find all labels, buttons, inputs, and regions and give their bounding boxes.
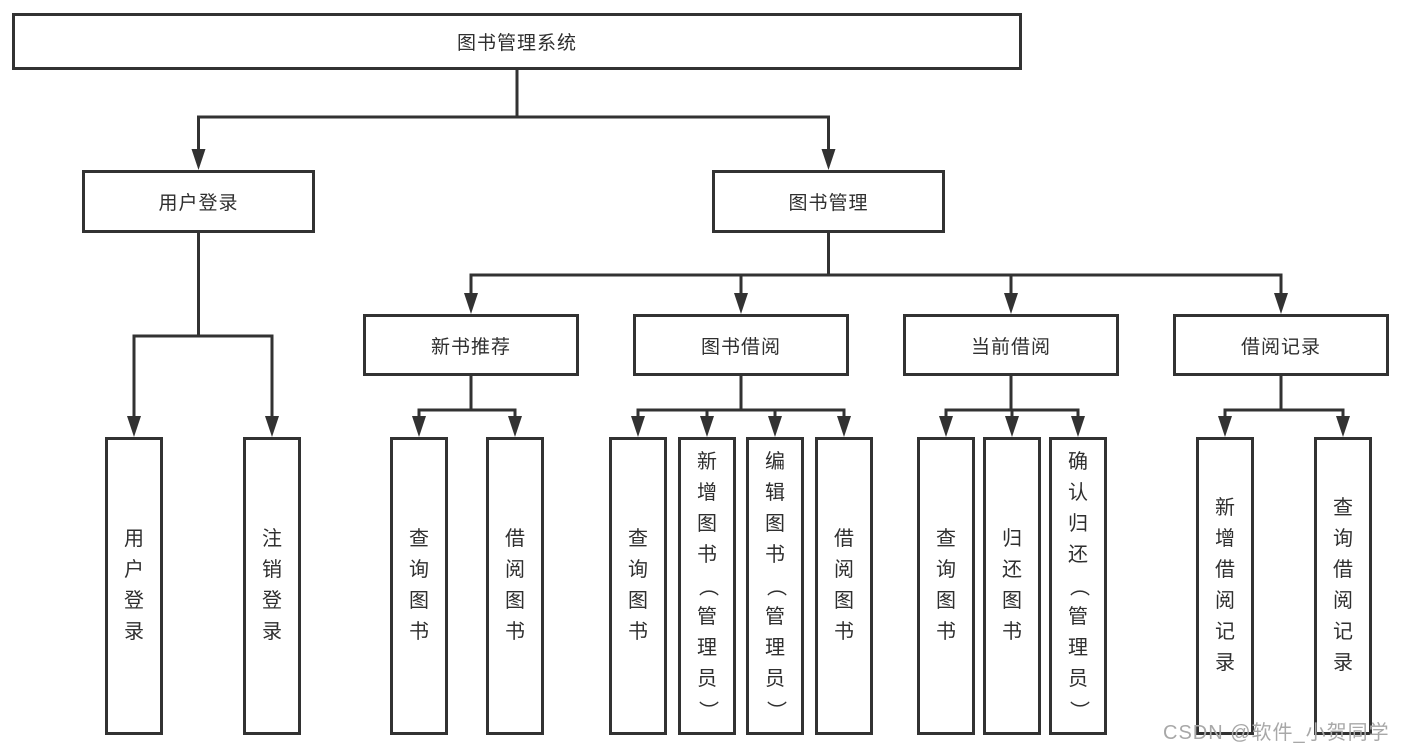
csdn-watermark: CSDN @软件_小贺同学: [1163, 722, 1390, 744]
node-book-management: 图书管理: [712, 170, 945, 233]
node-new-book-recommend: 新书推荐: [363, 314, 579, 376]
leaf-query-books-current: 查询图书: [917, 437, 975, 735]
node-user-login-label: 用户登录: [158, 193, 239, 214]
node-new-book-recommend-label: 新书推荐: [430, 336, 511, 358]
node-book-management-label: 图书管理: [788, 193, 869, 214]
node-borrow-records-label: 借阅记录: [1240, 336, 1321, 358]
leaf-add-books-admin: 新增图书（管理员）: [678, 437, 736, 735]
node-user-login: 用户登录: [82, 170, 315, 233]
node-book-borrow-label: 图书借阅: [700, 336, 781, 358]
node-borrow-records: 借阅记录: [1173, 314, 1389, 376]
leaf-add-borrow-record: 新增借阅记录: [1196, 437, 1254, 735]
leaf-logout: 注销登录: [243, 437, 301, 735]
node-root-label: 图书管理系统: [456, 33, 577, 54]
node-root: 图书管理系统: [12, 13, 1022, 70]
leaf-user-login: 用户登录: [105, 437, 163, 735]
node-current-borrow-label: 当前借阅: [970, 336, 1051, 358]
leaf-borrow-books-recommend: 借阅图书: [486, 437, 544, 735]
leaf-return-books: 归还图书: [983, 437, 1041, 735]
leaf-query-books-recommend: 查询图书: [390, 437, 448, 735]
node-current-borrow: 当前借阅: [903, 314, 1119, 376]
leaf-confirm-return-admin: 确认归还（管理员）: [1049, 437, 1107, 735]
leaf-query-borrow-record: 查询借阅记录: [1314, 437, 1372, 735]
leaf-borrow-books: 借阅图书: [815, 437, 873, 735]
node-book-borrow: 图书借阅: [633, 314, 849, 376]
leaf-query-books-borrow: 查询图书: [609, 437, 667, 735]
leaf-edit-books-admin: 编辑图书（管理员）: [746, 437, 804, 735]
